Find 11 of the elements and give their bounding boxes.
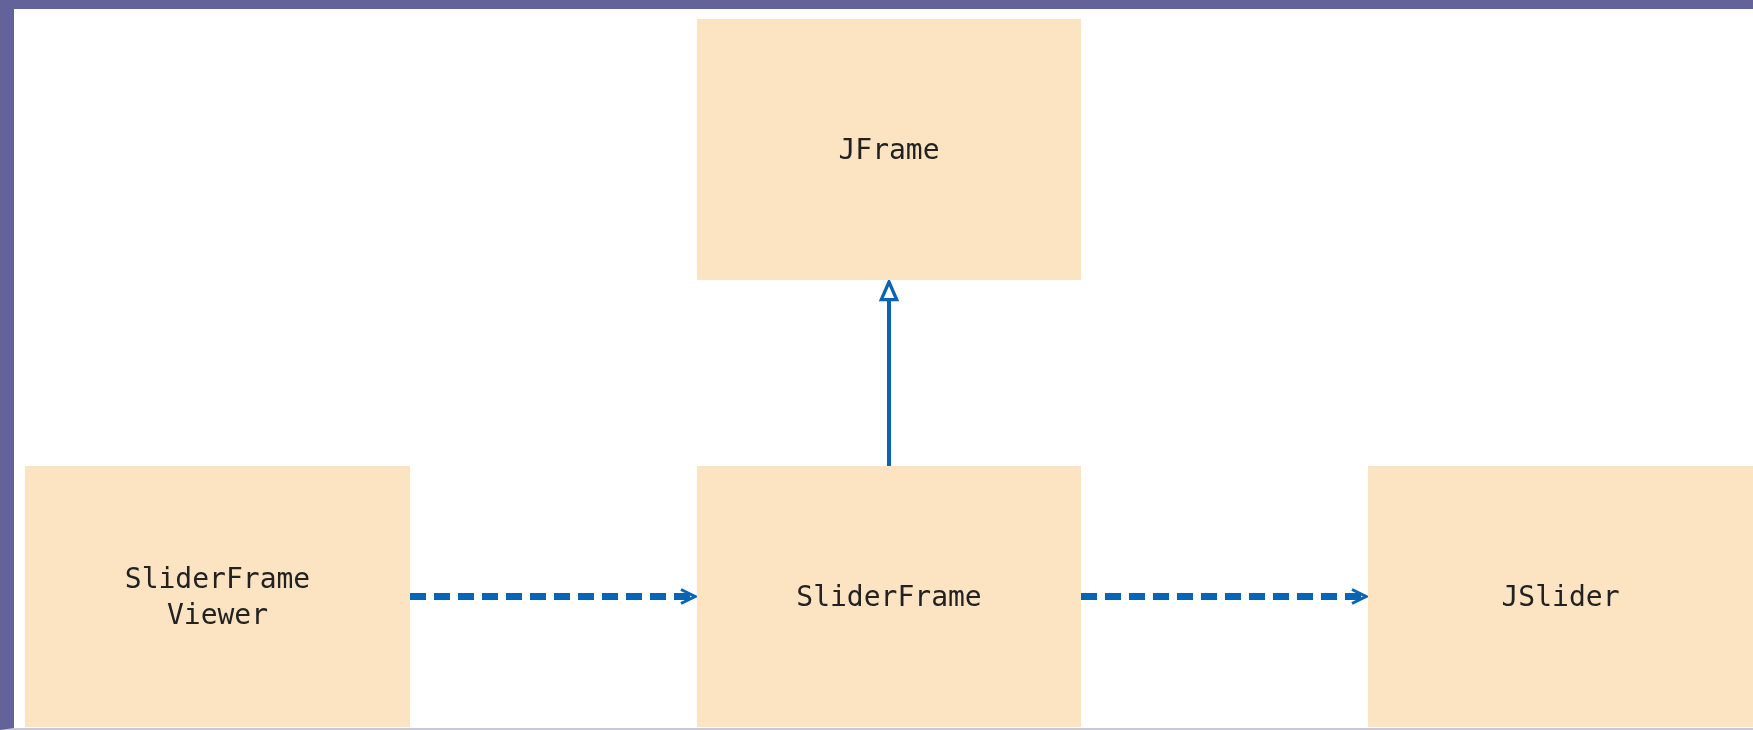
class-name: SliderFrame: [795, 578, 983, 615]
inheritance-arrow: [879, 280, 899, 466]
class-name: JFrame: [837, 131, 941, 168]
class-box: [697, 466, 1081, 727]
class-box: [25, 466, 410, 727]
class-box: [1368, 466, 1753, 727]
class-name: JSlider: [1500, 578, 1621, 615]
dependency-arrow: [1081, 588, 1368, 605]
class-box: [697, 19, 1081, 280]
dependency-arrow: [410, 588, 697, 605]
class-name: SliderFrame Viewer: [123, 560, 312, 633]
